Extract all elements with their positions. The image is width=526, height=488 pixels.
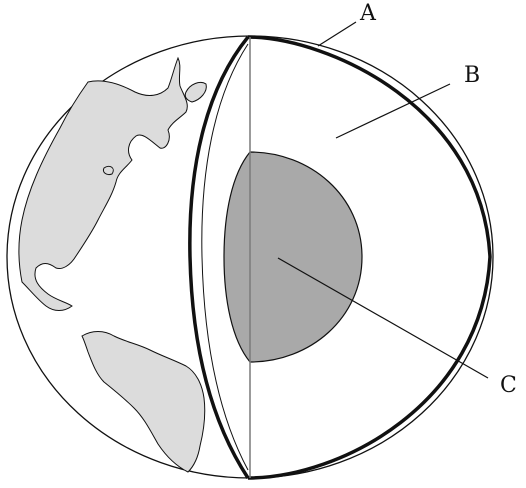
core-section [223,151,363,363]
greenland-landmass [184,81,207,103]
crust-cut-edge [188,35,250,479]
inner-cut-edge [201,43,249,471]
mantle-cross-section [248,37,488,478]
label-b: B [464,63,480,88]
leader-line-b [335,83,451,139]
leader-line-c [277,257,489,379]
south-america-landmass [81,331,206,473]
crust-outer-edge [247,35,492,480]
label-c: C [500,373,517,398]
north-america-landmass [18,56,188,311]
label-a: A [359,1,377,26]
island-landmass [103,165,114,175]
leader-line-a [317,21,357,47]
